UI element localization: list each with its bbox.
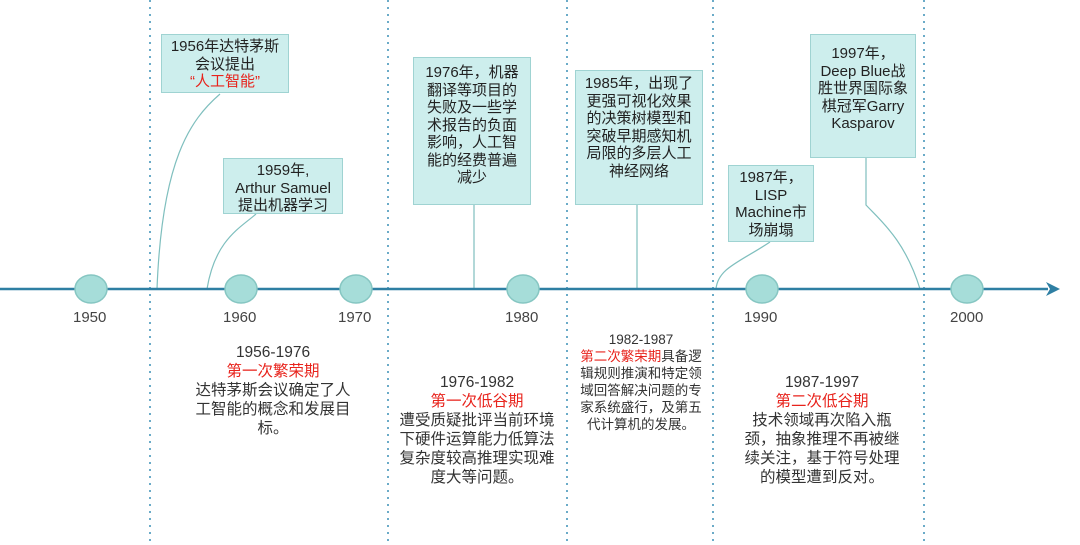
period-2-desc: 遭受质疑批评当前环境下硬件运算能力低算法复杂度较高推理实现难度大等问题。 <box>399 412 555 486</box>
year-label-2000: 2000 <box>950 309 984 326</box>
node-2000 <box>950 274 984 304</box>
event-box-1976: 1976年，机器翻译等项目的失败及一些学术报告的负面影响，人工智能的经费普遍减少 <box>413 57 531 205</box>
event-1959-line2: Arthur Samuel <box>235 179 331 197</box>
period-1987-1997: 1987-1997 第二次低谷期 技术领域再次陷入瓶颈，抽象推理不再被继续关注，… <box>744 373 900 487</box>
axis-arrow <box>1046 282 1060 296</box>
period-3-range: 1982-1987 <box>608 332 674 347</box>
node-1950 <box>74 274 108 304</box>
connector-1956 <box>156 93 221 290</box>
node-1990 <box>745 274 779 304</box>
period-4-desc: 技术领域再次陷入瓶颈，抽象推理不再被继续关注，基于符号处理的模型遭到反对。 <box>744 412 900 486</box>
event-box-1985: 1985年，出现了更强可视化效果的决策树模型和突破早期感知机局限的多层人工神经网… <box>575 70 703 205</box>
year-nodes <box>74 274 984 304</box>
year-label-1980: 1980 <box>505 309 539 326</box>
period-1976-1982: 1976-1982 第一次低谷期 遭受质疑批评当前环境下硬件运算能力低算法复杂度… <box>398 373 556 487</box>
node-1960 <box>224 274 258 304</box>
node-1980 <box>506 274 540 304</box>
year-label-1950: 1950 <box>73 309 107 326</box>
period-1-desc: 达特茅斯会议确定了人工智能的概念和发展目标。 <box>195 382 351 437</box>
event-1959-line1: 1959年, <box>256 162 310 179</box>
event-box-1997: 1997年，Deep Blue战胜世界国际象棋冠军Garry Kasparov <box>810 34 916 158</box>
period-2-name: 第一次低谷期 <box>430 393 524 410</box>
connector-1959 <box>206 213 257 290</box>
year-label-1970: 1970 <box>338 309 372 326</box>
period-1-range: 1956-1976 <box>235 344 311 361</box>
node-1970 <box>339 274 373 304</box>
event-box-1956: 1956年达特茅斯 会议提出 “人工智能” <box>161 34 289 93</box>
period-1982-1987: 1982-1987 第二次繁荣期具备逻辑规则推演和特定领域回答解决问题的专家系统… <box>578 331 704 433</box>
event-1997-text: 1997年，Deep Blue战胜世界国际象棋冠军Garry Kasparov <box>817 45 908 132</box>
event-1976-text: 1976年，机器翻译等项目的失败及一些学术报告的负面影响，人工智能的经费普遍减少 <box>425 64 519 186</box>
event-1956-line2: 会议提出 <box>194 55 255 73</box>
connector-1997 <box>865 158 921 290</box>
period-1956-1976: 1956-1976 第一次繁荣期 达特茅斯会议确定了人工智能的概念和发展目标。 <box>180 343 366 438</box>
year-label-1990: 1990 <box>744 309 778 326</box>
event-1959-line3: 提出机器学习 <box>237 197 328 214</box>
period-2-range: 1976-1982 <box>439 374 515 391</box>
event-connectors <box>156 93 921 290</box>
event-1956-line1: 1956年达特茅斯 <box>170 38 280 55</box>
event-1987-text: 1987年，LISP Machine市场崩塌 <box>735 169 807 239</box>
event-box-1987: 1987年，LISP Machine市场崩塌 <box>728 165 814 242</box>
period-3-name: 第二次繁荣期 <box>580 349 662 364</box>
period-3-desc: 具备逻辑规则推演和特定领域回答解决问题的专家系统盛行，及第五代计算机的发展。 <box>580 349 702 432</box>
event-1956-highlight: “人工智能” <box>190 73 260 90</box>
period-1-name: 第一次繁荣期 <box>226 363 320 380</box>
event-box-1959: 1959年, Arthur Samuel 提出机器学习 <box>223 158 343 214</box>
connector-1987 <box>715 241 771 290</box>
event-1985-text: 1985年，出现了更强可视化效果的决策树模型和突破早期感知机局限的多层人工神经网… <box>584 75 694 180</box>
period-4-range: 1987-1997 <box>784 374 860 391</box>
period-4-name: 第二次低谷期 <box>775 393 869 410</box>
year-label-1960: 1960 <box>223 309 257 326</box>
